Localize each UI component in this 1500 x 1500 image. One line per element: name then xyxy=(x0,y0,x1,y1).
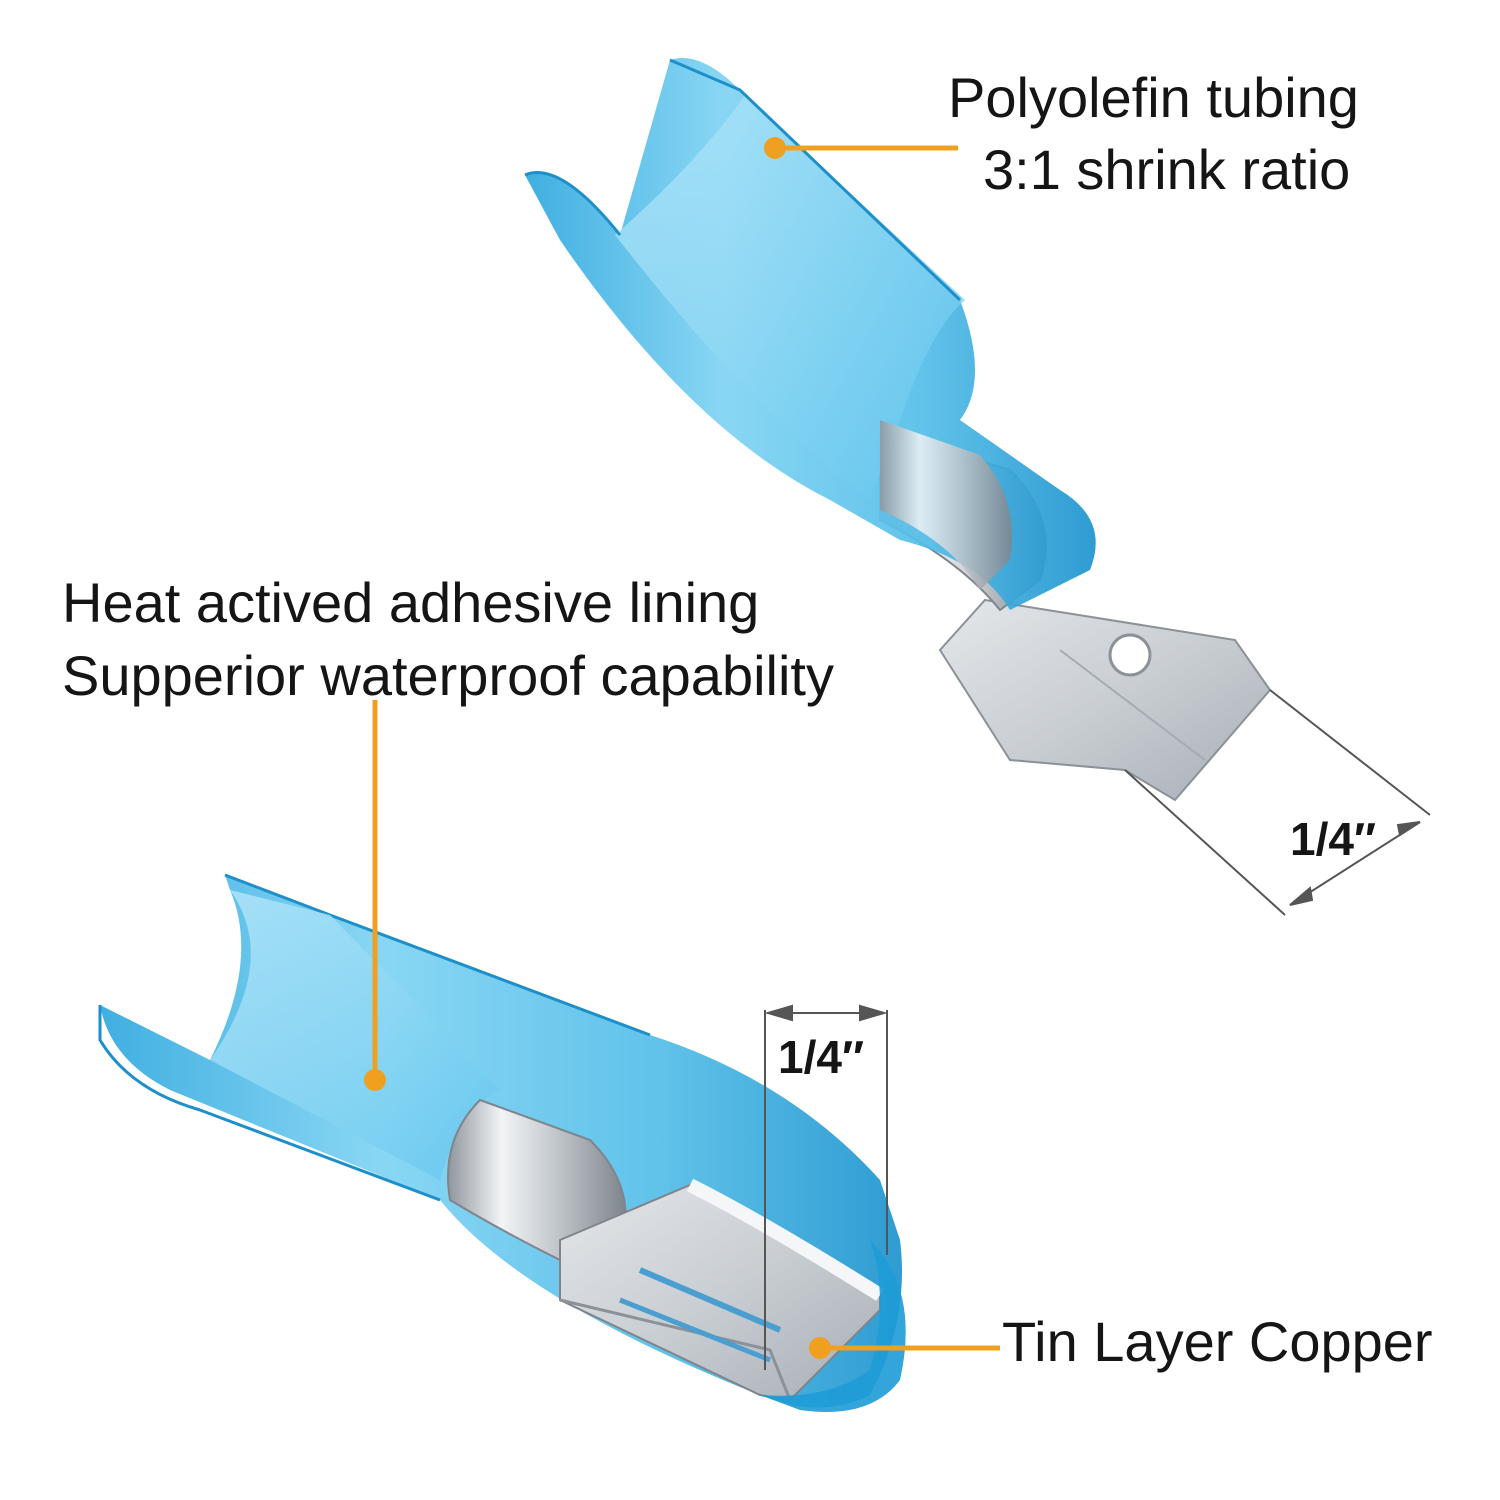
copper-label: Tin Layer Copper xyxy=(1002,1310,1433,1373)
blade-hole xyxy=(1108,633,1152,677)
female-terminal xyxy=(98,873,906,1412)
tubing-label-line1: Polyolefin tubing xyxy=(948,66,1359,129)
male-terminal xyxy=(524,58,1272,802)
callout-dot-adhesive xyxy=(364,1069,386,1091)
male-width-dimension xyxy=(1124,689,1431,916)
callout-dot-tubing xyxy=(764,137,786,159)
female-width-dimension xyxy=(764,1004,888,1370)
callout-dot-copper xyxy=(809,1337,831,1359)
female-barrel xyxy=(447,1098,627,1262)
adhesive-label-line1: Heat actived adhesive lining xyxy=(62,571,760,634)
female-width-label: 1/4″ xyxy=(778,1031,864,1083)
male-width-label: 1/4″ xyxy=(1290,813,1376,865)
tubing-label-line2: 3:1 shrink ratio xyxy=(983,138,1351,201)
male-blade xyxy=(938,598,1272,802)
callout-lines xyxy=(364,137,1000,1359)
adhesive-label-line2: Supperior waterproof capability xyxy=(62,644,834,707)
